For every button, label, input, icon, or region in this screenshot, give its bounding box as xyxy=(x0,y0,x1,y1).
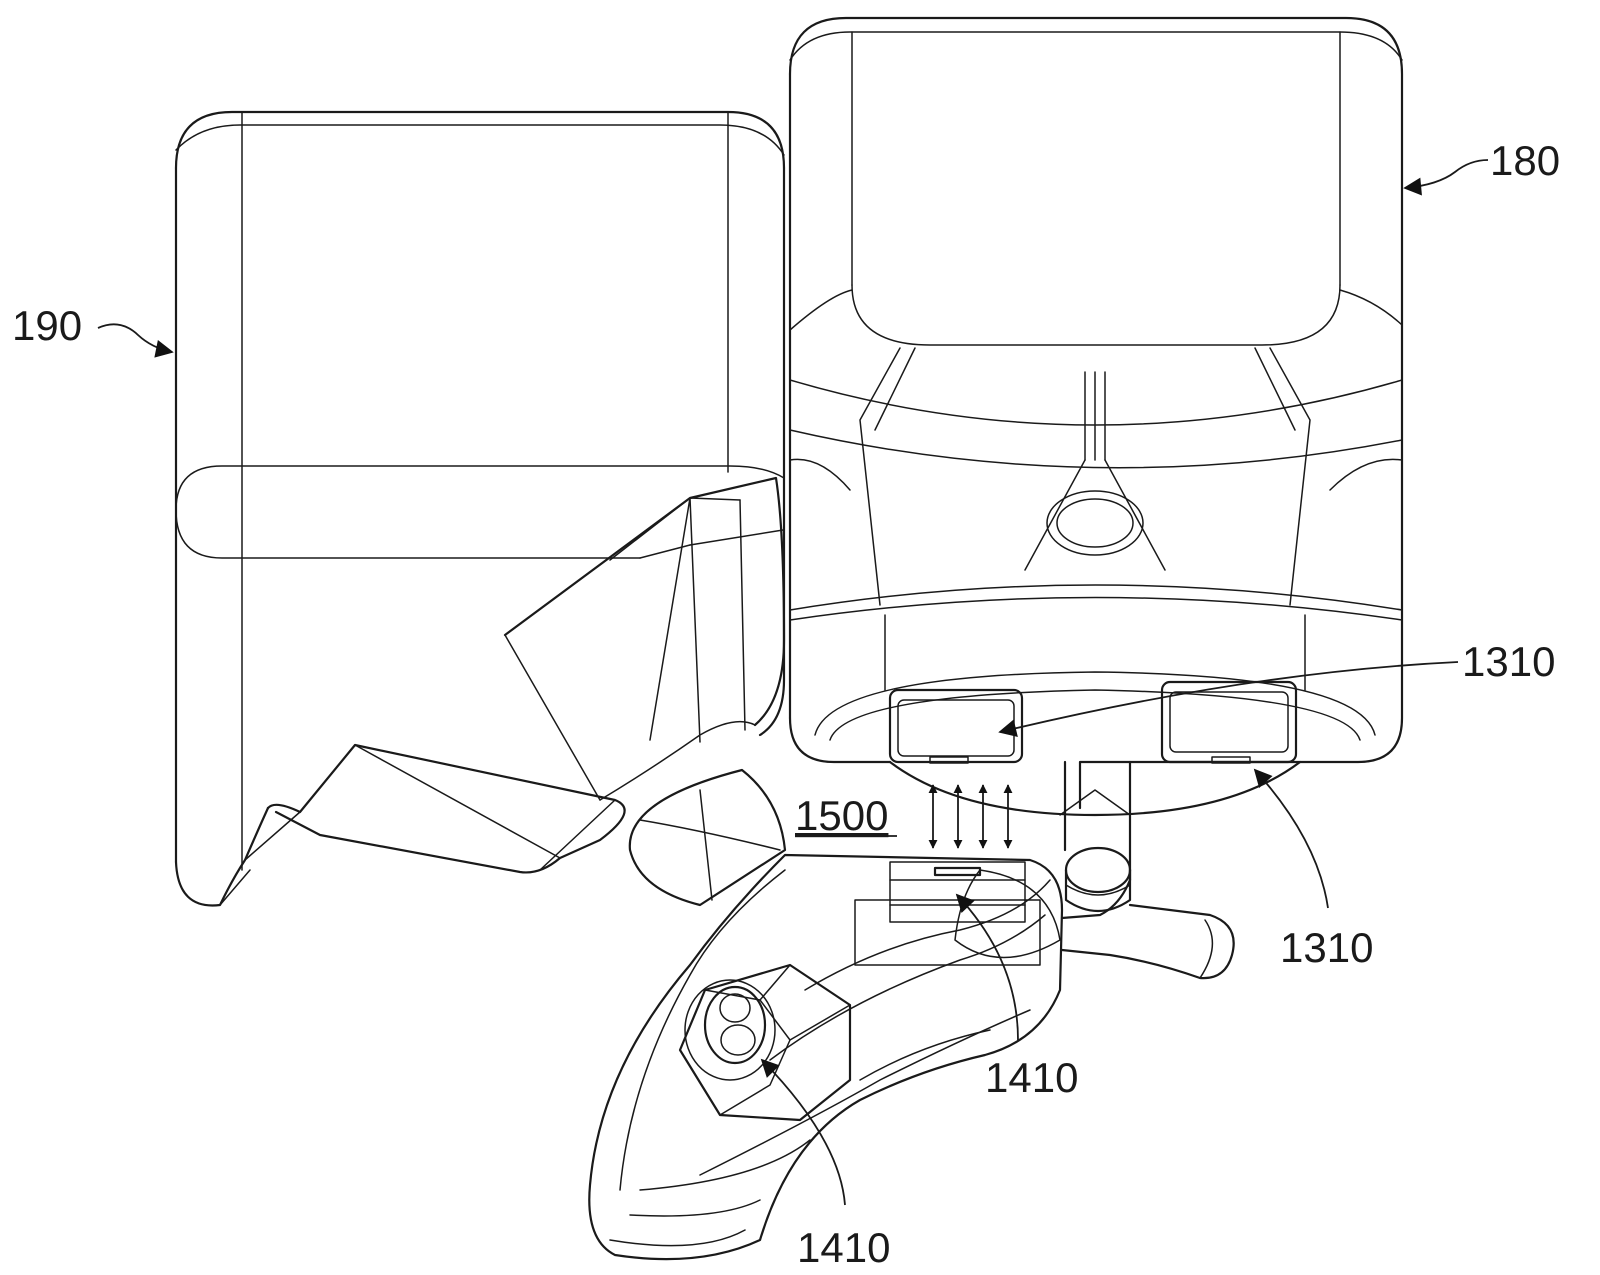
label-1500: 1500 xyxy=(795,792,888,839)
label-1410-bottom: 1410 xyxy=(797,1224,890,1271)
left-housing-190 xyxy=(174,110,786,907)
magnet-pad-left xyxy=(888,688,1024,764)
leader-1410-right xyxy=(955,893,1019,1041)
label-1310-lower: 1310 xyxy=(1280,924,1373,971)
leader-1310-upper xyxy=(998,661,1459,737)
leader-190 xyxy=(97,323,174,358)
handle-assembly xyxy=(588,768,1235,1261)
magnet-pad-right xyxy=(1160,680,1298,764)
right-housing-180 xyxy=(788,16,1404,882)
label-1410-right: 1410 xyxy=(985,1054,1078,1101)
leader-180 xyxy=(1403,159,1489,196)
label-180: 180 xyxy=(1490,137,1560,184)
leader-1310-lower xyxy=(1253,768,1329,909)
label-1310-upper: 1310 xyxy=(1462,638,1555,685)
label-190: 190 xyxy=(12,302,82,349)
force-arrows-1500 xyxy=(928,784,1013,849)
leader-1410-bottom xyxy=(760,1058,846,1206)
